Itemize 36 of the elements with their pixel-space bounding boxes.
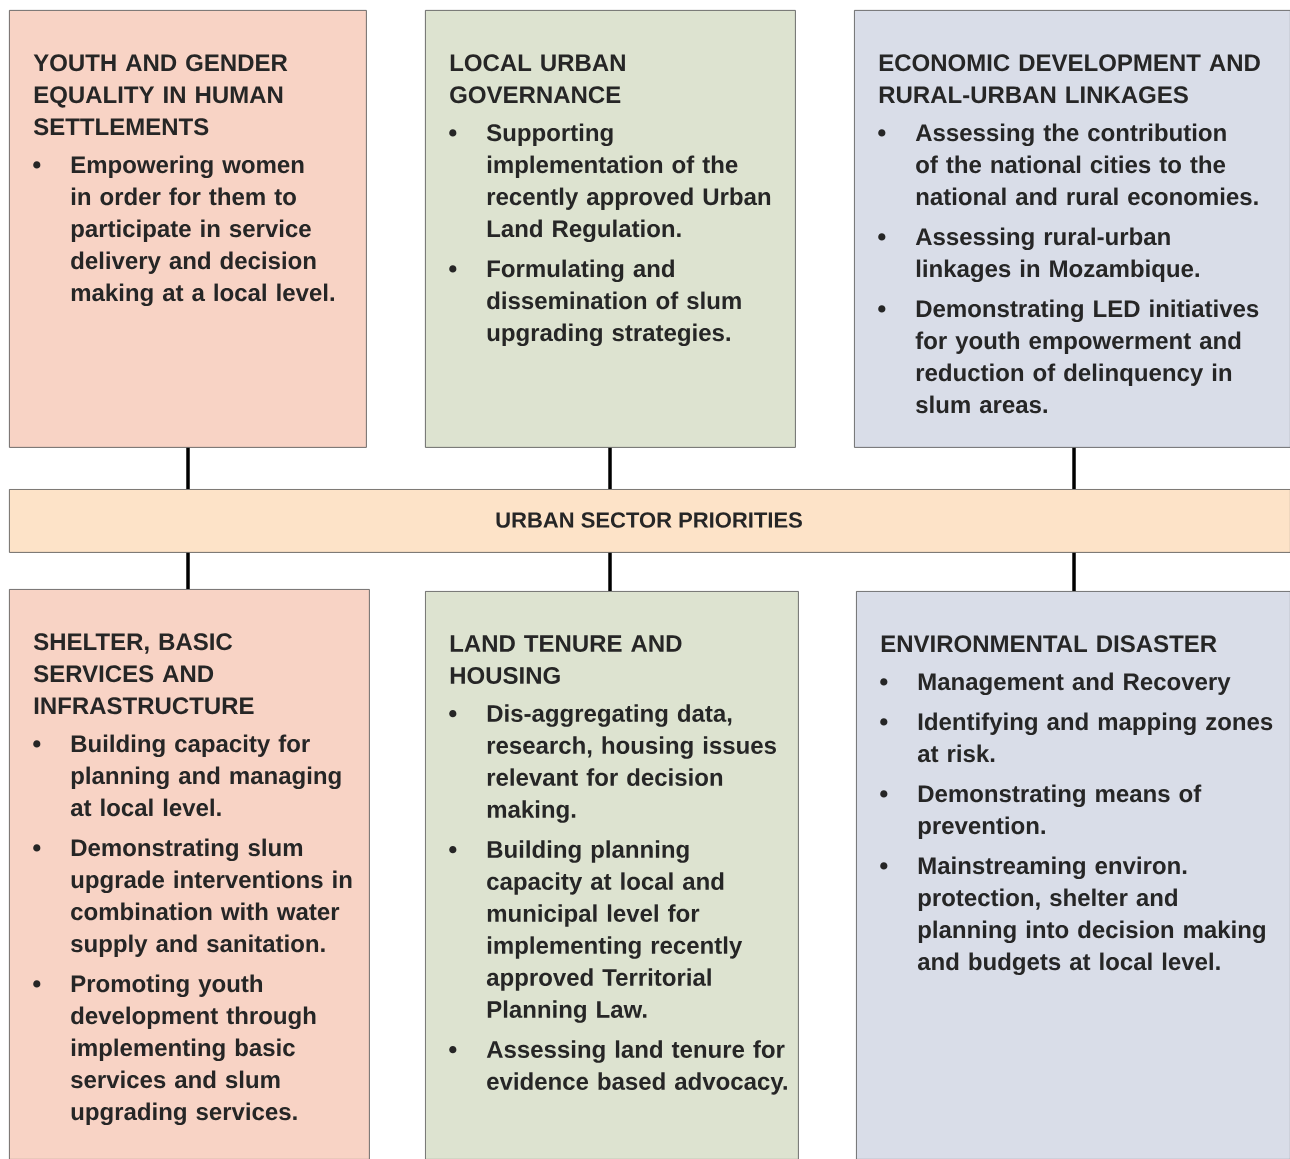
bullet-item: Empowering women in order for them to participate in service delivery and decision making at a local level. [71, 155, 334, 307]
box-heading: YOUTH AND GENDER EQUALITY IN HUMAN SETTLEMENTS [33, 54, 288, 136]
priority-box [425, 591, 799, 1159]
priority-band [9, 489, 1290, 553]
connector-line [1072, 552, 1076, 591]
bullet-item: Building planning capacity at local and municipal level for implementing recently approved Territorial Planning Law. [486, 840, 743, 1023]
box-heading: LOCAL URBAN GOVERNANCE [450, 54, 625, 104]
connector-line [186, 447, 190, 489]
bullet-item: Management and Recovery [918, 672, 1231, 696]
priority-box [9, 589, 370, 1159]
connector-line [608, 447, 612, 489]
priority-box [9, 10, 367, 448]
bullet-item: Building capacity for planning and managing at local level. [70, 734, 341, 817]
bullet-item: Demonstrating means of prevention. [918, 784, 1202, 839]
bullet-item: Dis-aggregating data, research, housing issues relevant for decision making. [487, 704, 776, 823]
bullet-item: Identifying and mapping zones at risk. [917, 712, 1273, 763]
bullet-item: Mainstreaming environ. protection, shelter and planning into decision making and budgets at local level. [917, 856, 1265, 976]
connector-line [186, 552, 190, 589]
band-label: URBAN SECTOR PRIORITIES [496, 512, 802, 528]
bullet-item: Assessing land tenure for evidence based advocacy. [486, 1040, 787, 1095]
bullet-item: Demonstrating LED initiatives for youth empowerment and reduction of delinquency in slum areas. [915, 299, 1259, 414]
bullet-item: Demonstrating slum upgrade interventions in combination with water supply and sanitation. [71, 838, 352, 957]
priority-box [425, 10, 796, 448]
box-heading: SHELTER, BASIC SERVICES AND INFRASTRUCTURE [33, 633, 254, 715]
priority-box [856, 591, 1290, 1159]
bullet-item: Formulating and dissemination of slum upgrading strategies. [487, 259, 741, 347]
bullet-item: Assessing rural-urban linkages in Mozambique. [915, 227, 1199, 283]
bullet-item: Assessing the contribution of the national cities to the national and rural economies. [915, 123, 1258, 206]
box-heading: ECONOMIC DEVELOPMENT AND RURAL-URBAN LINKAGES [879, 54, 1260, 104]
bullet-item: Supporting implementation of the recently approved Urban Land Regulation. [486, 123, 771, 243]
connector-line [1072, 447, 1076, 489]
box-heading: LAND TENURE AND HOUSING [450, 635, 682, 684]
connector-line [608, 552, 612, 591]
box-heading: ENVIRONMENTAL DISASTER [881, 635, 1217, 653]
bullet-item: Promoting youth development through implementing basic services and slum upgrading services. [71, 974, 316, 1126]
priority-box [854, 10, 1290, 448]
